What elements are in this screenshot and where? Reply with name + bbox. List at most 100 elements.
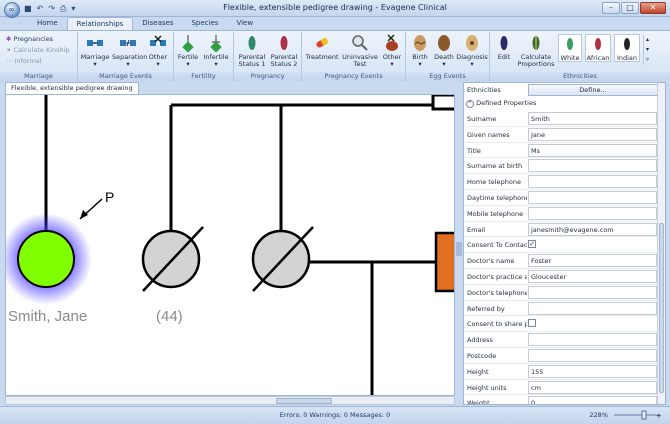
- informal-button[interactable]: ⋯ Informal: [6, 57, 42, 65]
- uninvasive-test-label: Uninvasive Test: [342, 53, 378, 68]
- sibling-1-deceased-slash: [142, 226, 204, 292]
- infertile-button[interactable]: Infertile▾: [202, 34, 230, 68]
- pregnancy-other-label: Other: [382, 53, 402, 61]
- defined-properties-header[interactable]: ^ Defined Properties: [466, 99, 536, 108]
- pregnancies-button[interactable]: ✱ Pregnancies: [6, 35, 53, 43]
- ethnicity-indian-button[interactable]: Indian: [614, 34, 640, 62]
- diagnosis-button[interactable]: Diagnosis▾: [456, 34, 488, 68]
- property-value-field[interactable]: [528, 333, 657, 347]
- property-value-field[interactable]: [528, 191, 657, 204]
- calculate-kinship-button[interactable]: ⚭ Calculate Kinship: [6, 46, 70, 54]
- ethnicity-gallery-scroll[interactable]: ▴▾▿: [643, 35, 651, 65]
- property-label: Mobile telephone: [467, 209, 524, 218]
- define-button[interactable]: Define...: [528, 84, 658, 96]
- white-label: White: [560, 54, 580, 62]
- maximize-button[interactable]: □: [621, 2, 639, 14]
- treatment-button[interactable]: Treatment: [304, 34, 340, 61]
- property-label: Doctor's telephone: [467, 288, 527, 297]
- zoom-level: 228%: [589, 411, 608, 419]
- ethnicity-indian-icon: [624, 38, 630, 50]
- property-value-field[interactable]: [528, 175, 657, 189]
- horizontal-scroll-thumb[interactable]: [276, 398, 332, 404]
- parental-status-2-button[interactable]: Parental Status 2: [268, 34, 300, 68]
- property-value-field[interactable]: Ms: [528, 143, 657, 157]
- property-checkbox[interactable]: [528, 319, 536, 328]
- parental-status-1-button[interactable]: Parental Status 1: [236, 34, 268, 68]
- app-menu-button[interactable]: ∞: [4, 2, 20, 18]
- marriage-label: Marriage: [80, 53, 110, 61]
- property-value-field[interactable]: [528, 206, 657, 220]
- property-value-field[interactable]: [528, 159, 657, 173]
- edit-ethnicity-button[interactable]: Edit: [492, 34, 516, 61]
- tab-diseases[interactable]: Diseases: [142, 19, 174, 27]
- save-icon[interactable]: ■: [24, 4, 32, 13]
- property-value-field[interactable]: Gloucester: [528, 270, 657, 283]
- death-button[interactable]: Death▾: [432, 34, 456, 68]
- separation-icon: [120, 39, 136, 47]
- property-value-field[interactable]: Foster: [528, 254, 657, 268]
- property-row: Title Ms: [464, 143, 658, 159]
- document-tab[interactable]: Flexible, extensible pedigree drawing: [5, 82, 139, 94]
- pregnancy-other-button[interactable]: Other▾: [380, 34, 404, 68]
- informal-label: Informal: [14, 57, 42, 65]
- proband-marker: P: [105, 189, 114, 205]
- diagnosis-label: Diagnosis: [456, 53, 488, 61]
- calculate-proportions-button[interactable]: Calculate Proportions: [516, 34, 556, 68]
- ethnicity-white-button[interactable]: White: [558, 34, 582, 62]
- property-value-field[interactable]: [528, 285, 657, 299]
- property-value-field[interactable]: Smith: [528, 112, 657, 125]
- property-value-field[interactable]: [528, 349, 657, 362]
- calc-kinship-label: Calculate Kinship: [13, 46, 70, 54]
- property-value-field[interactable]: Jane: [528, 127, 657, 141]
- collapse-icon[interactable]: ^: [466, 100, 474, 108]
- property-checkbox[interactable]: ✓: [528, 240, 536, 249]
- zoom-slider[interactable]: +: [612, 410, 662, 420]
- property-value-field[interactable]: janesmith@evagene.com: [528, 222, 657, 236]
- ethnicity-african-icon: [595, 38, 601, 50]
- property-value-field[interactable]: 155: [528, 364, 657, 378]
- spouse-symbol[interactable]: [434, 231, 455, 293]
- vertical-scroll-thumb[interactable]: [659, 223, 664, 393]
- birth-button[interactable]: Birth▾: [408, 34, 432, 68]
- individual-top-right[interactable]: [431, 95, 455, 111]
- print-icon[interactable]: ⎙: [59, 4, 67, 13]
- group-label-ethnicities: Ethnicities: [490, 72, 670, 81]
- property-label: Consent to share pat: [467, 320, 527, 329]
- zoom-in-icon[interactable]: +: [656, 412, 662, 420]
- property-label: Title: [467, 146, 481, 155]
- redo-icon[interactable]: ↷: [48, 4, 55, 13]
- properties-vertical-scrollbar[interactable]: [657, 83, 665, 404]
- parental-status-2-label: Parental Status 2: [270, 53, 298, 68]
- pedigree-canvas[interactable]: P Smith, Jane (44): [5, 94, 455, 396]
- splitter-grip[interactable]: [456, 242, 462, 256]
- property-value-field[interactable]: 0: [528, 396, 657, 404]
- tab-species[interactable]: Species: [191, 19, 219, 27]
- separation-button[interactable]: Separation▾: [112, 34, 147, 68]
- close-button[interactable]: ✕: [640, 2, 666, 14]
- window-controls: – □ ✕: [602, 2, 666, 14]
- marriage-button[interactable]: Marriage▾: [80, 34, 110, 68]
- egg-birth-icon: [414, 35, 426, 51]
- fertile-button[interactable]: Fertile▾: [176, 34, 200, 68]
- property-value-field[interactable]: [528, 301, 657, 315]
- ethnicity-african-button[interactable]: African: [585, 34, 611, 62]
- panel-splitter[interactable]: [455, 82, 463, 405]
- qat-dropdown-icon[interactable]: ▾: [71, 4, 76, 13]
- canvas-horizontal-scrollbar[interactable]: [5, 396, 455, 405]
- minimize-button[interactable]: –: [602, 2, 620, 14]
- african-label: African: [586, 54, 610, 62]
- tab-view[interactable]: View: [236, 19, 254, 27]
- undo-icon[interactable]: ↶: [36, 4, 44, 13]
- property-value-field[interactable]: cm: [528, 380, 657, 394]
- kinship-icon: ⚭: [6, 46, 12, 54]
- zoom-slider-handle[interactable]: [641, 410, 647, 420]
- marriage-other-button[interactable]: Other▾: [146, 34, 170, 68]
- tab-home[interactable]: Home: [37, 19, 58, 27]
- marriage-other-label: Other: [148, 53, 168, 61]
- group-fertility: Fertile▾ Infertile▾ Fertility: [174, 32, 234, 81]
- uninvasive-test-button[interactable]: Uninvasive Test: [342, 34, 378, 68]
- tab-relationships[interactable]: Relationships: [66, 17, 134, 30]
- proband-symbol[interactable]: [17, 230, 75, 288]
